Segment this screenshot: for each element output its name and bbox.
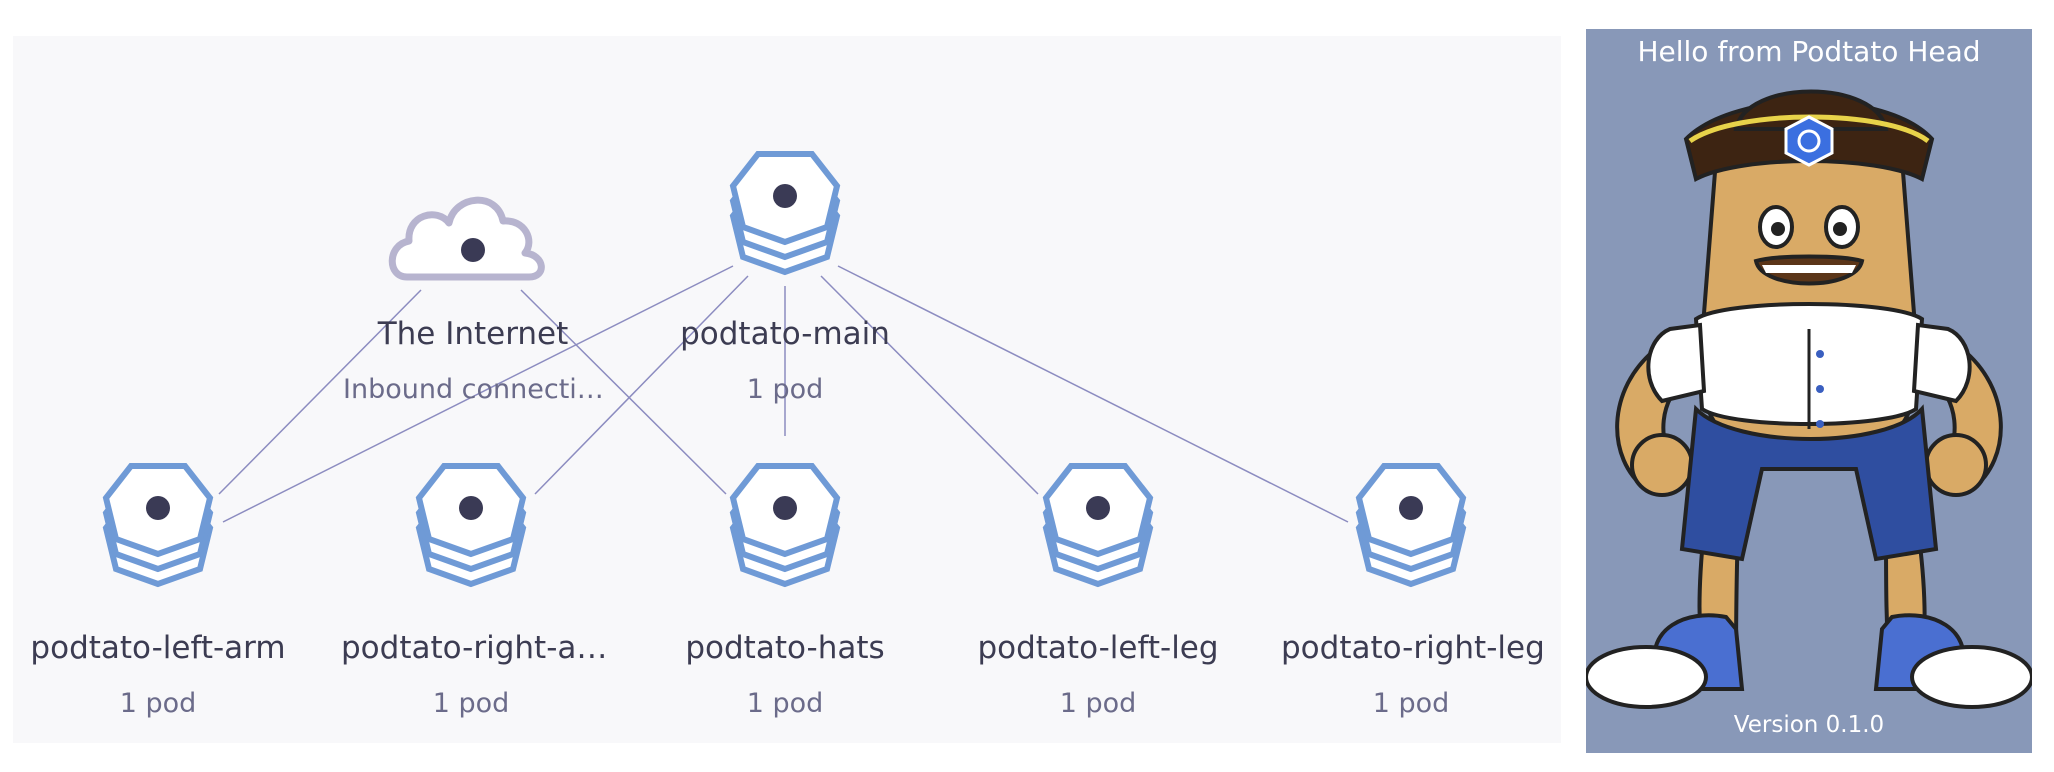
podtato-mascot-image <box>1586 89 2032 709</box>
edge-main-left-leg <box>820 275 1039 495</box>
edge-main-right-leg <box>837 265 1349 523</box>
edge-main-left-arm <box>222 265 734 523</box>
node-left-leg-icon[interactable] <box>1046 466 1150 584</box>
edges <box>218 265 1349 523</box>
node-left-arm-sublabel: 1 pod <box>119 688 197 719</box>
node-left-leg-label: podtato-left-leg <box>977 630 1219 666</box>
node-hats-icon[interactable] <box>733 466 837 584</box>
edge-internet-hats <box>520 289 727 495</box>
node-right-arm-icon[interactable] <box>419 466 523 584</box>
edge-internet-left-arm <box>218 289 422 495</box>
service-graph <box>13 36 1561 743</box>
node-right-arm-sublabel: 1 pod <box>432 688 510 719</box>
node-right-leg-sublabel: 1 pod <box>1372 688 1450 719</box>
internet-sublabel: Inbound connecti… <box>343 374 604 405</box>
node-main-sublabel: 1 pod <box>746 374 824 405</box>
node-hats-sublabel: 1 pod <box>746 688 824 719</box>
node-right-leg-label: podtato-right-leg <box>1281 630 1545 666</box>
edge-main-right-arm <box>534 275 749 495</box>
node-hats-label: podtato-hats <box>685 630 885 666</box>
node-right-leg-icon[interactable] <box>1359 466 1463 584</box>
node-left-arm-label: podtato-left-arm <box>30 630 286 666</box>
node-left-arm-icon[interactable] <box>106 466 210 584</box>
node-right-arm-label: podtato-right-a… <box>341 630 608 666</box>
service-graph-panel: The Internet Inbound connecti… podtato-m… <box>13 36 1561 743</box>
app-version: Version 0.1.0 <box>1733 712 1885 738</box>
node-main-label: podtato-main <box>680 316 890 352</box>
internet-label: The Internet <box>377 316 569 352</box>
podtato-app-panel: Hello from Podtato Head Version 0.1.0 <box>1586 29 2032 753</box>
cloud-icon[interactable] <box>388 196 545 281</box>
node-main-icon[interactable] <box>733 154 837 272</box>
node-left-leg-sublabel: 1 pod <box>1059 688 1137 719</box>
app-title: Hello from Podtato Head <box>1637 35 1981 68</box>
